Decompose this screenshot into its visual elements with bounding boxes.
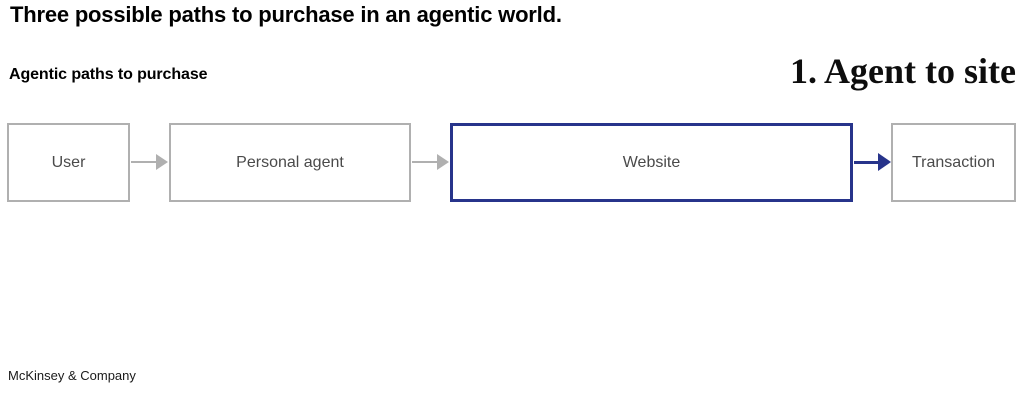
arrow-head-icon xyxy=(878,153,891,171)
arrow-shaft xyxy=(854,160,880,164)
arrow-head-icon xyxy=(156,154,168,170)
page-title: Three possible paths to purchase in an a… xyxy=(10,2,562,27)
path-heading: 1. Agent to site xyxy=(790,51,1016,91)
arrow-head-icon xyxy=(437,154,449,170)
flow-node-website: Website xyxy=(450,123,853,202)
mckinsey-logo: McKinsey & Company xyxy=(8,368,136,383)
flow-node-user: User xyxy=(7,123,130,202)
flow-node-personal-agent-label: Personal agent xyxy=(236,153,344,171)
flow-node-transaction-label: Transaction xyxy=(912,153,995,171)
flow-node-transaction: Transaction xyxy=(891,123,1016,202)
arrow-shaft xyxy=(412,161,439,163)
flow-node-personal-agent: Personal agent xyxy=(169,123,411,202)
flow-node-user-label: User xyxy=(51,153,86,171)
arrow-website-to-transaction-icon xyxy=(854,153,891,171)
arrow-personal-agent-to-website-icon xyxy=(412,154,449,170)
arrow-shaft xyxy=(131,161,158,163)
arrow-user-to-personal-agent-icon xyxy=(131,154,168,170)
flow-node-website-label: Website xyxy=(622,153,681,171)
exhibit-label: Agentic paths to purchase xyxy=(9,66,208,83)
